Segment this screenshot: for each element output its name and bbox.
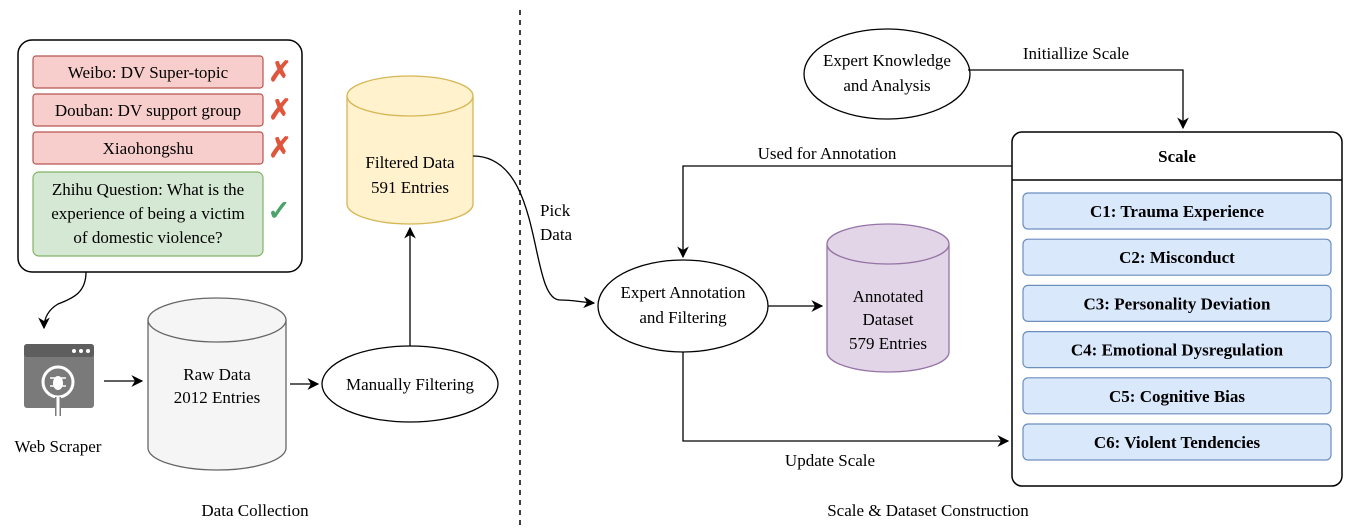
filtered-data-cylinder: Filtered Data 591 Entries	[346, 75, 474, 225]
expert-annotation-node: Expert Annotation and Filtering	[597, 259, 769, 353]
annotated-dataset-count: 579 Entries	[849, 334, 927, 353]
cross-icon: ✗	[268, 133, 291, 164]
pick-data-label-line: Data	[540, 225, 573, 244]
cross-icon: ✗	[268, 57, 291, 88]
filtered-data-label: Filtered Data	[365, 153, 455, 172]
source-box	[32, 171, 264, 257]
expert-knowledge-label-line: and Analysis	[843, 76, 930, 95]
manually-filtering-node: Manually Filtering	[321, 345, 499, 423]
expert-annotation-label-line: and Filtering	[639, 308, 727, 327]
update-scale-label: Update Scale	[785, 451, 875, 470]
scale-item-label: C1: Trauma Experience	[1090, 202, 1265, 221]
scale-item-box	[1022, 192, 1332, 230]
scale-item-label: C5: Cognitive Bias	[1109, 387, 1245, 406]
filtered-data-count: 591 Entries	[371, 178, 449, 197]
scale-item-label: C2: Misconduct	[1119, 248, 1235, 267]
cross-icon: ✗	[268, 95, 291, 126]
source-douban: Douban: DV support group	[32, 93, 264, 127]
source-box	[32, 55, 264, 89]
source-zhihu: Zhihu Question: What is the experience o…	[32, 171, 264, 257]
source-label: Xiaohongshu	[103, 139, 194, 158]
manually-filtering-label: Manually Filtering	[346, 375, 474, 394]
expert-annotation-label-line: Expert Annotation	[620, 283, 746, 302]
check-icon: ✓	[267, 196, 290, 227]
edge-used-for-annotation	[677, 165, 1012, 259]
annotated-dataset-label-line: Dataset	[863, 310, 914, 329]
scale-item: C5: Cognitive Bias	[1022, 377, 1332, 415]
edge-update-scale	[682, 352, 1010, 447]
source-weibo: Weibo: DV Super-topic	[32, 55, 264, 89]
expert-knowledge-label-line: Expert Knowledge	[823, 51, 951, 70]
right-section-caption: Scale & Dataset Construction	[827, 501, 1029, 520]
scale-item-box	[1022, 331, 1332, 369]
source-box	[32, 131, 264, 165]
scale-item-box	[1022, 377, 1332, 415]
source-label-line: experience of being a victim	[51, 204, 245, 223]
raw-data-label: Raw Data	[183, 365, 251, 384]
source-label-line: of domestic violence?	[73, 228, 222, 247]
scale-item-label: C3: Personality Deviation	[1084, 294, 1272, 313]
scale-item: C4: Emotional Dysregulation	[1022, 331, 1332, 369]
initialize-scale-label: Initiallize Scale	[1023, 44, 1129, 63]
expert-knowledge-node: Expert Knowledge and Analysis	[803, 28, 971, 120]
source-box	[32, 93, 264, 127]
scale-item-label: C6: Violent Tendencies	[1094, 433, 1261, 452]
raw-data-count: 2012 Entries	[174, 388, 260, 407]
source-label: Weibo: DV Super-topic	[68, 63, 229, 82]
pick-data-label-line: Pick	[540, 201, 571, 220]
used-for-annotation-label: Used for Annotation	[758, 144, 897, 163]
source-label-line: Zhihu Question: What is the	[52, 180, 244, 199]
annotated-dataset-label-line: Annotated	[853, 287, 924, 306]
scale-item-box	[1022, 238, 1332, 276]
source-xiaohongshu: Xiaohongshu	[32, 131, 264, 165]
scale-item: C3: Personality Deviation	[1022, 284, 1332, 322]
scale-item-label: C4: Emotional Dysregulation	[1071, 341, 1284, 360]
left-section-caption: Data Collection	[201, 501, 309, 520]
raw-data-cylinder: Raw Data 2012 Entries	[147, 297, 287, 471]
scale-item: C1: Trauma Experience	[1022, 192, 1332, 230]
scale-item-box	[1022, 423, 1332, 461]
edge-pick-data	[472, 155, 596, 309]
annotated-dataset-cylinder: Annotated Dataset 579 Entries	[826, 223, 950, 373]
edge-initialize-scale	[968, 69, 1189, 130]
scale-item: C2: Misconduct	[1022, 238, 1332, 276]
scale-item: C6: Violent Tendencies	[1022, 423, 1332, 461]
web-scraper-label: Web Scraper	[15, 437, 102, 456]
scale-title: Scale	[1158, 147, 1196, 166]
scale-item-box	[1022, 284, 1332, 322]
web-scraper-icon	[24, 344, 94, 416]
source-label: Douban: DV support group	[55, 101, 241, 120]
